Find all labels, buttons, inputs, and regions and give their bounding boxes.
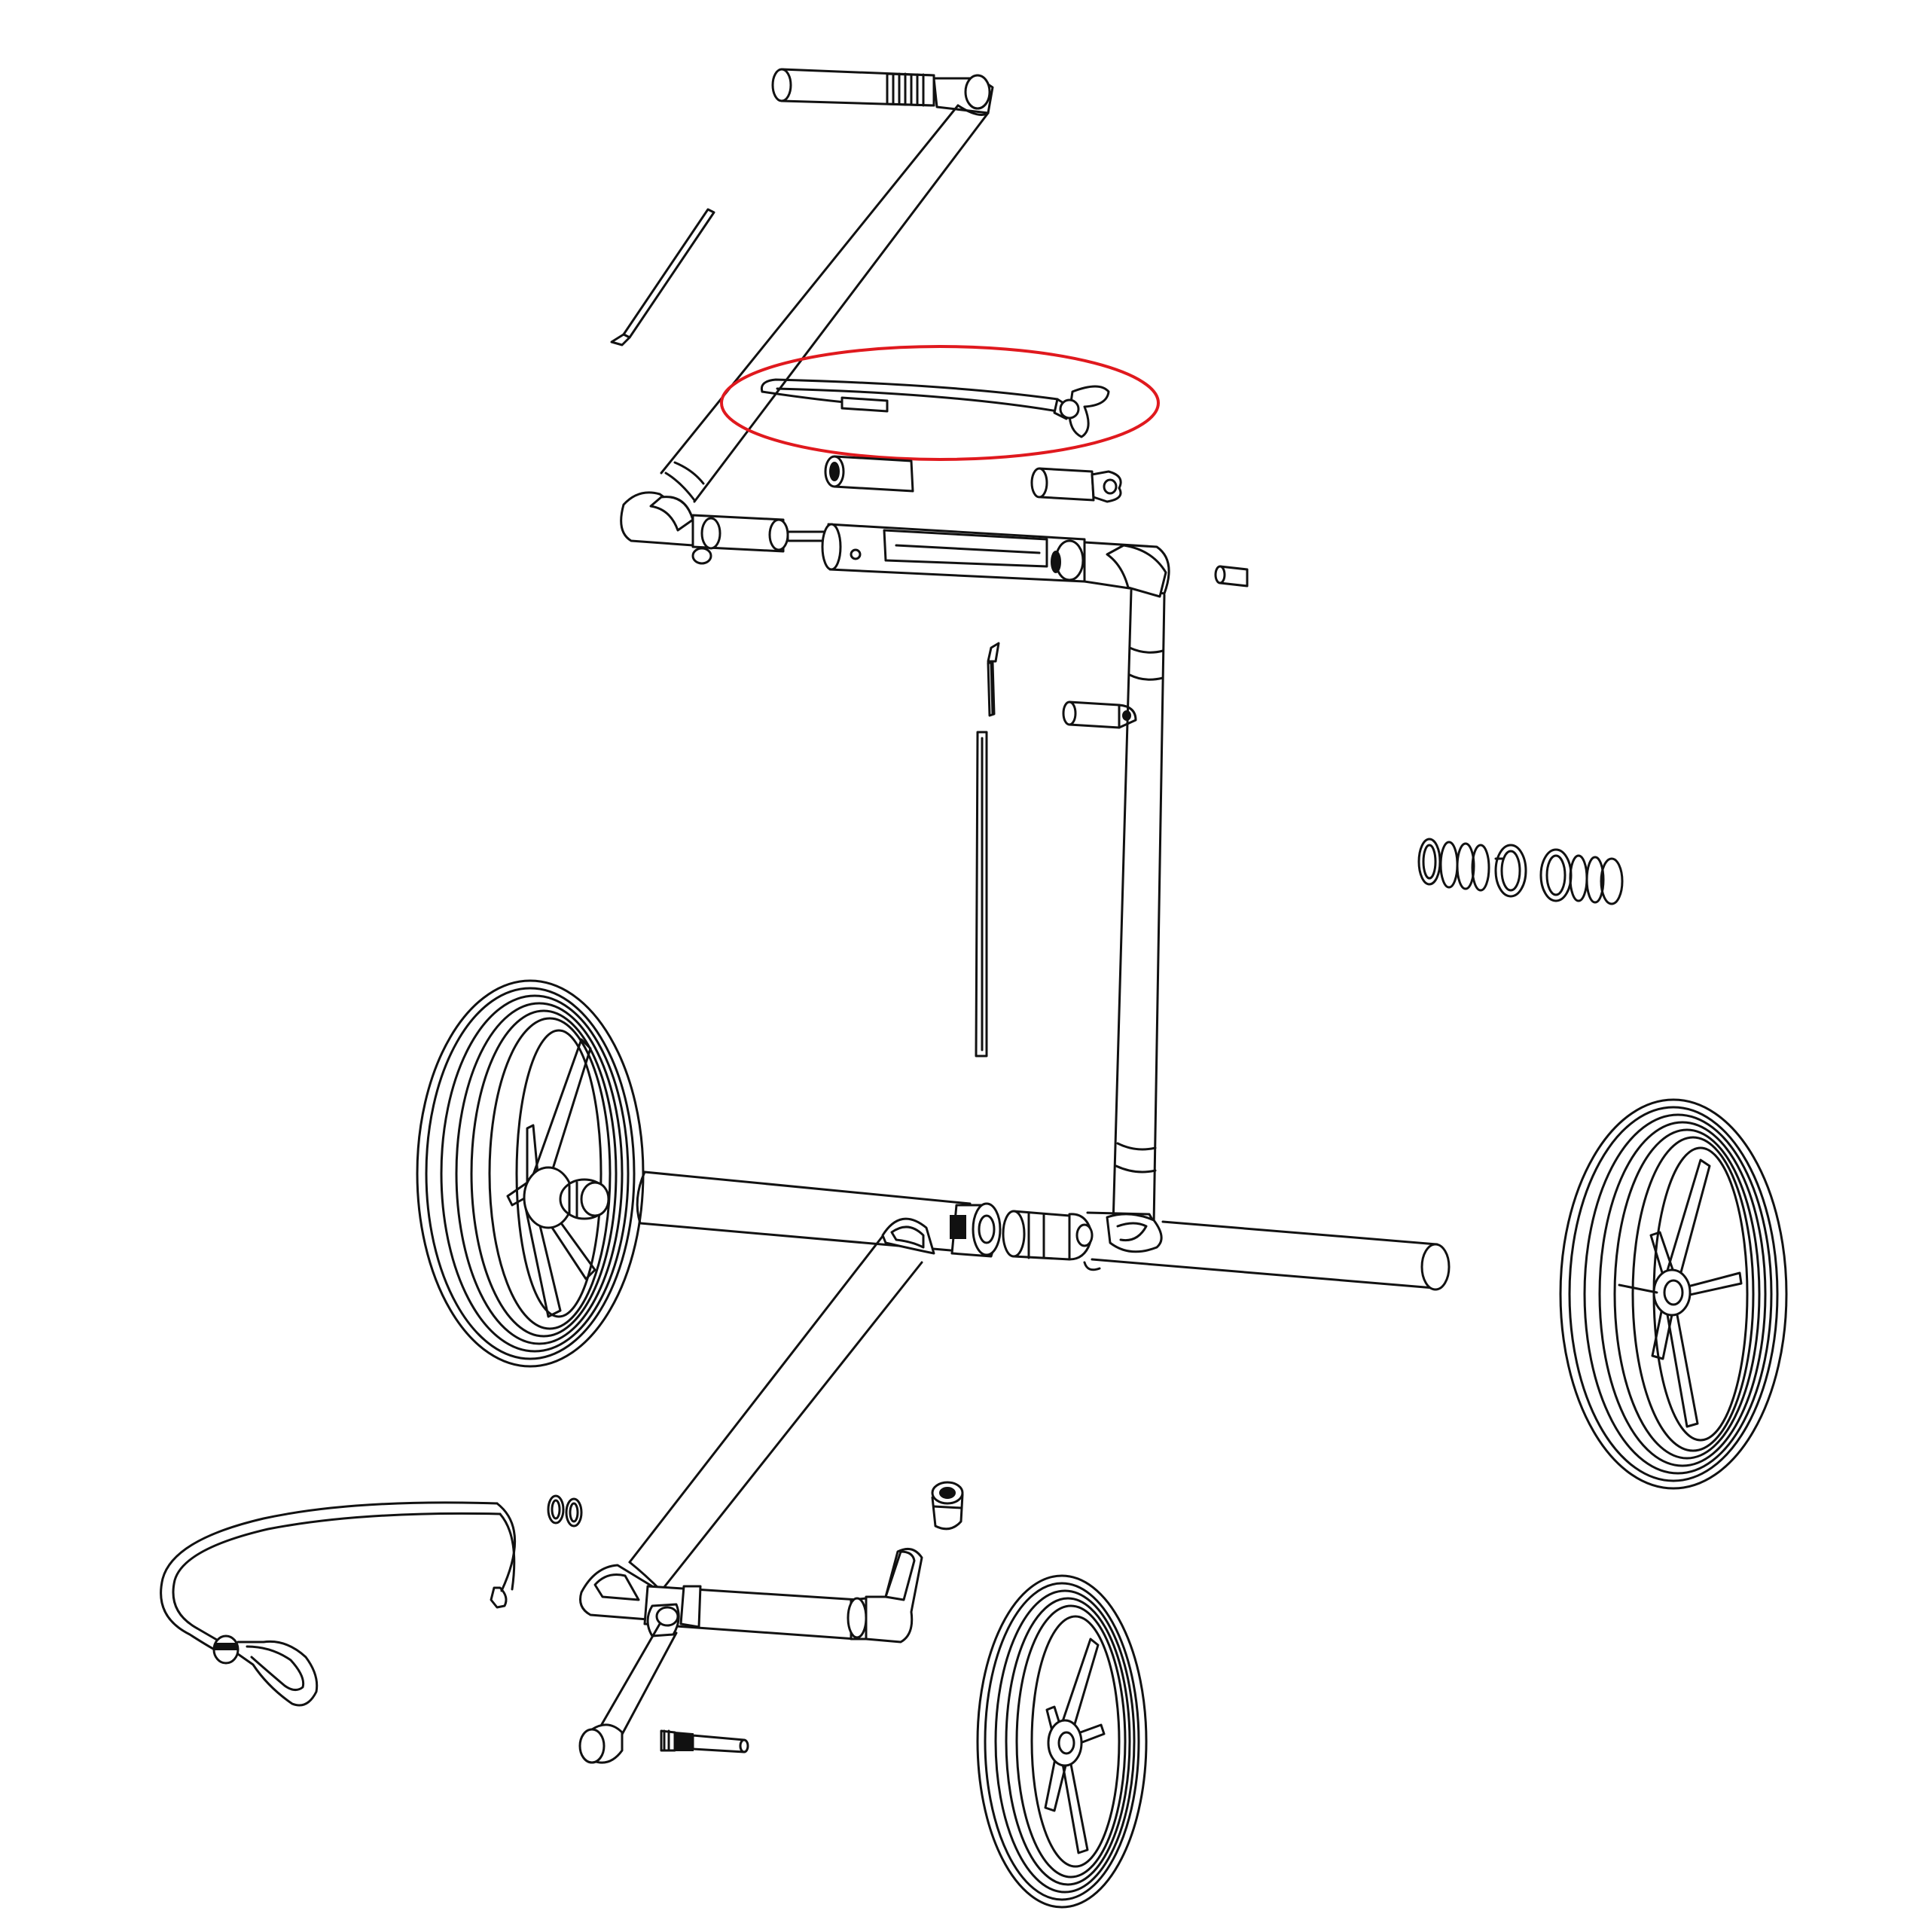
front-leg-tube xyxy=(628,1217,935,1592)
washer-set xyxy=(1417,838,1624,905)
cable-tie xyxy=(610,208,715,346)
split-pin xyxy=(987,642,1000,717)
end-cap xyxy=(578,1723,624,1764)
brake-cable-with-lever xyxy=(760,378,1110,438)
front-wheel xyxy=(976,1574,1148,1909)
left-wheel xyxy=(416,979,645,1368)
spacers xyxy=(547,1494,583,1528)
small-pin xyxy=(1214,565,1249,588)
locking-pin-sleeve xyxy=(1030,467,1122,503)
rear-axle xyxy=(636,1170,1451,1291)
hinge-bolt xyxy=(1062,700,1137,729)
handle-grip xyxy=(771,68,994,114)
upper-hinge-assembly xyxy=(620,491,1170,598)
connector-sleeve xyxy=(824,455,914,493)
axle-bolt xyxy=(660,1729,749,1753)
upper-handle-tube xyxy=(660,104,990,503)
bungee-cord xyxy=(160,1501,516,1707)
front-fork-assembly xyxy=(579,1547,923,1741)
right-wheel xyxy=(1559,1098,1788,1490)
main-vertical-tube xyxy=(1112,589,1166,1226)
support-rod xyxy=(975,731,988,1058)
highlight-ellipse xyxy=(720,345,1160,461)
rubber-foot xyxy=(931,1481,964,1531)
